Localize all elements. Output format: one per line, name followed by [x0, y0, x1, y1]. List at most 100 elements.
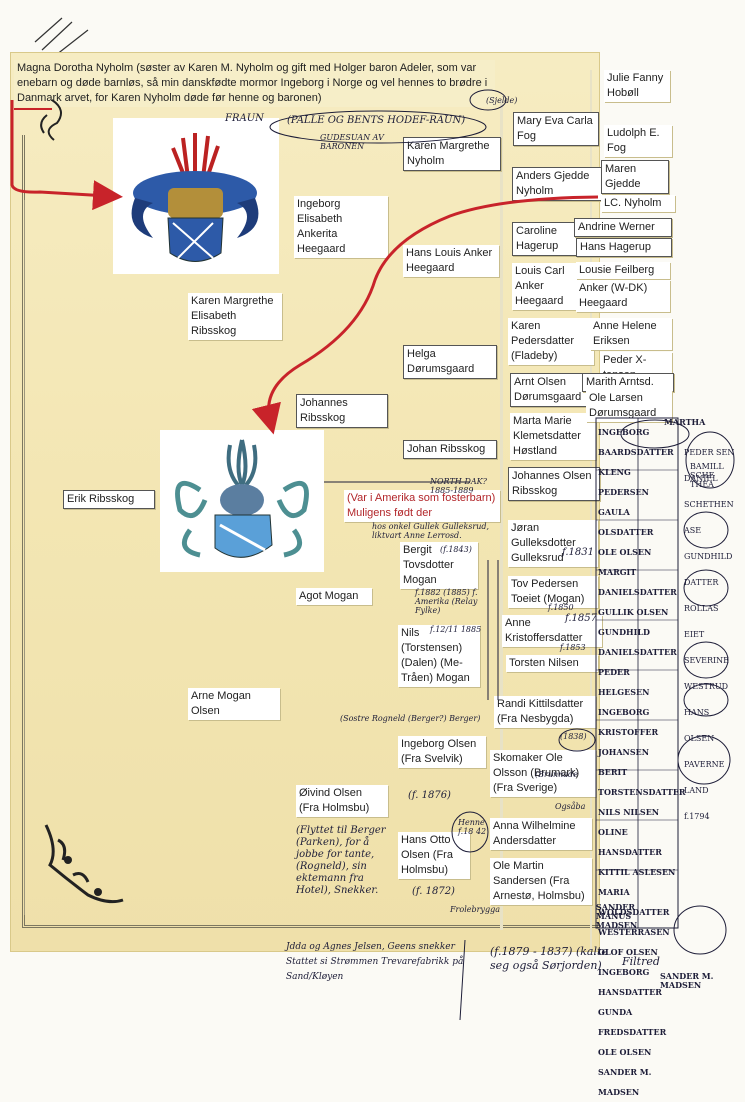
handwritten-note: (f. 1876)	[408, 790, 451, 801]
handwritten-note: Frolebrygga	[450, 905, 500, 914]
person-box: Bergit Tovsdotter Mogan	[400, 542, 478, 589]
handwritten-note: NORTH-DAK? 1885-1889	[430, 477, 487, 495]
person-box: Helga Dørumsgaard	[403, 345, 497, 379]
handwritten-note: (Sostre Rogneld (Berger?) Berger)	[340, 714, 481, 723]
person-box: Arne Mogan Olsen	[188, 688, 280, 720]
column-line	[590, 70, 592, 950]
list-item: WESTERRASEN	[598, 927, 670, 937]
side-notes: PEDER SEN DANIEL SCHETHEN ASE GUNDHILD D…	[684, 440, 740, 830]
side-note: ASE GUNDHILD DATTER	[684, 526, 733, 587]
person-box: Hans Otto Olsen (Fra Holmsbu)	[398, 832, 470, 879]
crest-icon	[131, 133, 259, 262]
handwritten-note: GUDESUAN AV BARONEN	[320, 133, 384, 151]
handwritten-note: (Brunnade	[535, 770, 578, 779]
handwritten-note: (Flyttet til Berger (Parken), for å jobb…	[296, 825, 386, 896]
intro-text: Magna Dorotha Nyholm (søster av Karen M.…	[14, 60, 495, 107]
handwritten-note: (1838)	[560, 732, 587, 741]
person-box: LC. Nyholm	[601, 195, 675, 212]
person-box: Ingeborg Olsen (Fra Svelvik)	[398, 736, 486, 768]
person-box: Agot Mogan	[296, 588, 372, 605]
person-box: Anders Gjedde Nyholm	[512, 167, 608, 201]
person-box: Maren Gjedde	[601, 160, 669, 194]
handwritten-note: (PALLE OG BENTS HODEF-RAUN)	[287, 115, 466, 126]
list-item: MARGIT DANIELSDATTER	[598, 567, 677, 597]
handwritten-note: f.1850	[548, 603, 574, 612]
list-item: GUNDA FREDSDATTER	[598, 1007, 667, 1037]
person-box: Jøran Gulleksdotter Gulleksrud	[508, 520, 598, 567]
handwritten-note: (f.1843)	[440, 545, 472, 554]
person-box: Anne Kristoffersdatter	[502, 615, 602, 647]
side-note: HANS OLSEN	[684, 708, 715, 743]
handwritten-note: Jdda og Agnes Jelsen, Geens snekker Stat…	[286, 942, 464, 982]
person-box: Torsten Nilsen	[506, 655, 598, 672]
list-item: TORSTENSDATTER	[598, 787, 686, 797]
person-box: Caroline Hagerup	[512, 222, 578, 256]
person-box: Hans Louis Anker Heegaard	[403, 245, 499, 277]
list-item: OLE OLSEN	[598, 547, 652, 557]
side-note: f.1794	[684, 812, 710, 821]
coat-of-arms-adeler	[113, 118, 279, 274]
handwritten-note: f.1831	[562, 547, 594, 558]
person-box: Julie Fanny Hobøll	[604, 70, 670, 102]
person-box: Anker (W-DK) Heegaard	[576, 280, 670, 312]
handwritten-note: (f.1879 - 1837) (kalte seg også Sørjorde…	[490, 945, 608, 972]
page-frame-inner	[24, 200, 28, 915]
person-box: Johannes Olsen Ribsskog	[508, 467, 600, 501]
ornament-icon	[32, 95, 77, 160]
handwritten-ancestor-list: INGEBORG BAARDSDATTER KLENG PEDERSEN GAU…	[598, 422, 686, 1102]
list-item: OLOF OLSEN	[598, 947, 658, 957]
handwritten-note: (f. 1872)	[412, 886, 455, 897]
person-box: Randi Kittilsdatter (Fra Nesbygda)	[494, 696, 596, 728]
handwritten-note: SANDER MANUS MADSEN	[596, 902, 638, 930]
list-item: GUNDHILD DANIELSDATTER	[598, 627, 677, 657]
person-box-root: Erik Ribsskog	[63, 490, 155, 509]
person-box: Ole Larsen Dørumsgaard	[586, 390, 672, 422]
person-box: Tov Pedersen Toeiet (Mogan)	[508, 576, 598, 608]
handwritten-note: f.1857	[565, 613, 597, 624]
list-item: PEDER HELGESEN	[598, 667, 650, 697]
handwritten-note: f.1853	[560, 643, 586, 652]
list-item: OLE OLSEN	[598, 1047, 652, 1057]
list-item: KLENG PEDERSEN	[598, 467, 649, 497]
list-item: GAULA OLSDATTER	[598, 507, 654, 537]
genealogy-page: Magna Dorotha Nyholm (søster av Karen M.…	[10, 17, 740, 1097]
person-box: Andrine Werner	[574, 218, 672, 237]
person-box: Johannes Ribsskog	[296, 394, 388, 428]
handwritten-note: (Sjelde)	[486, 96, 518, 105]
person-box: Nils (Torstensen) (Dalen) (Me-Tråen) Mog…	[398, 625, 480, 687]
handwritten-note: FRAUN	[225, 113, 264, 124]
person-box: Anna Wilhelmine Andersdatter	[490, 818, 592, 850]
handwritten-note: Henne f.18 42	[458, 818, 487, 836]
person-box: Marta Marie Klemetsdatter Høstland	[510, 413, 596, 460]
person-box: Karen Margrethe Elisabeth Ribsskog	[188, 293, 282, 340]
crest-icon	[175, 439, 309, 558]
handwritten-note: SANDER M. MADSEN	[660, 971, 714, 990]
note-amerika: (Var i Amerika som fosterbarn) Muligens …	[344, 490, 500, 522]
person-box: Anne Helene Eriksen	[590, 318, 672, 350]
person-box: Louis Carl Anker Heegaard	[512, 263, 580, 310]
person-box: Øivind Olsen (Fra Holmsbu)	[296, 785, 388, 817]
person-box: Skomaker Ole Olsson (Brumark) (Fra Sveri…	[490, 750, 596, 797]
side-note: PAVERNE LAND	[684, 760, 725, 795]
coat-of-arms-ribsskog	[160, 430, 324, 572]
list-item: OLINE HANSDATTER	[598, 827, 662, 857]
handwritten-note: Filtred	[622, 955, 660, 968]
list-item: JOHANSEN BERIT	[598, 747, 650, 777]
person-box: Marith Arntsd.	[582, 373, 674, 392]
person-box: Ingeborg Elisabeth Ankerita Heegaard	[294, 196, 388, 258]
ornament-icon	[38, 820, 128, 920]
page-frame	[22, 135, 600, 928]
person-box: Karen Pedersdatter (Fladeby)	[508, 318, 594, 365]
list-item: SANDER M. MADSEN	[598, 1067, 652, 1097]
list-item: GULLIK OLSEN	[598, 607, 669, 617]
person-box: Hans Hagerup	[576, 238, 672, 257]
handwritten-note: MARTHA	[664, 417, 706, 427]
person-box: Mary Eva Carla Fog	[513, 112, 599, 146]
handwritten-list: INGEBORG BAARDSDATTER KLENG PEDERSEN GAU…	[598, 422, 686, 1102]
handwritten-note: f.12/11 1885	[430, 625, 482, 634]
list-item: KITTIL ASLESEN	[598, 867, 676, 877]
list-item: INGEBORG HANSDATTER	[598, 967, 662, 997]
list-item: INGEBORG BAARDSDATTER	[598, 427, 674, 457]
column-line	[500, 100, 503, 930]
handwritten-note: f.1882 (1885) f. Amerika (Relay Fylke)	[415, 588, 478, 615]
